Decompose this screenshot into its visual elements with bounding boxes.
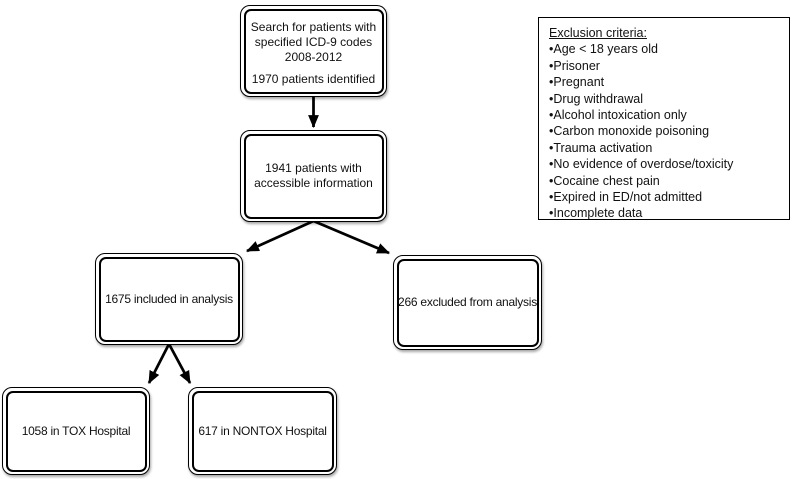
exclusion-item: Expired in ED/not admitted xyxy=(549,189,779,205)
arrow-accessible-to-included xyxy=(246,219,315,253)
exclusion-item: Pregnant xyxy=(549,74,779,90)
included-box: 1675 included in analysis xyxy=(95,253,243,345)
tox-hospital-box: 1058 in TOX Hospital xyxy=(2,387,150,475)
exclusion-criteria-title: Exclusion criteria: xyxy=(549,26,647,40)
exclusion-criteria-list: Age < 18 years oldPrisonerPregnantDrug w… xyxy=(549,41,779,221)
included-box-text: 1675 included in analysis xyxy=(105,291,233,306)
exclusion-item: Carbon monoxide poisoning xyxy=(549,123,779,139)
exclusion-item: Age < 18 years old xyxy=(549,41,779,57)
exclusion-item: Incomplete data xyxy=(549,205,779,221)
exclusion-item: Cocaine chest pain xyxy=(549,173,779,189)
exclusion-item: Alcohol intoxication only xyxy=(549,107,779,123)
exclusion-criteria-panel: Exclusion criteria: Age < 18 years oldPr… xyxy=(538,17,790,220)
arrow-included-to-nontox xyxy=(167,343,192,384)
exclusion-item: No evidence of overdose/toxicity xyxy=(549,156,779,172)
box-text-line: accessible information xyxy=(254,176,373,190)
search-box-result: 1970 patients identified xyxy=(251,71,376,86)
nontox-hospital-box-text: 617 in NONTOX Hospital xyxy=(198,423,327,438)
arrow-included-to-tox xyxy=(147,343,171,384)
box-text-line: Search for patients with xyxy=(250,19,377,34)
arrow-accessible-to-excluded xyxy=(312,219,390,255)
excluded-box: 266 excluded from analysis xyxy=(393,255,542,350)
box-text-line: 2008-2012 xyxy=(284,49,343,64)
box-text-line: specified ICD-9 codes xyxy=(254,34,373,49)
box-text-line: 1941 patients with xyxy=(265,161,362,175)
exclusion-item: Trauma activation xyxy=(549,140,779,156)
exclusion-item: Drug withdrawal xyxy=(549,91,779,107)
exclusion-item: Prisoner xyxy=(549,58,779,74)
nontox-hospital-box: 617 in NONTOX Hospital xyxy=(188,387,337,475)
tox-hospital-box-text: 1058 in TOX Hospital xyxy=(21,423,131,438)
excluded-box-text: 266 excluded from analysis xyxy=(398,295,537,309)
